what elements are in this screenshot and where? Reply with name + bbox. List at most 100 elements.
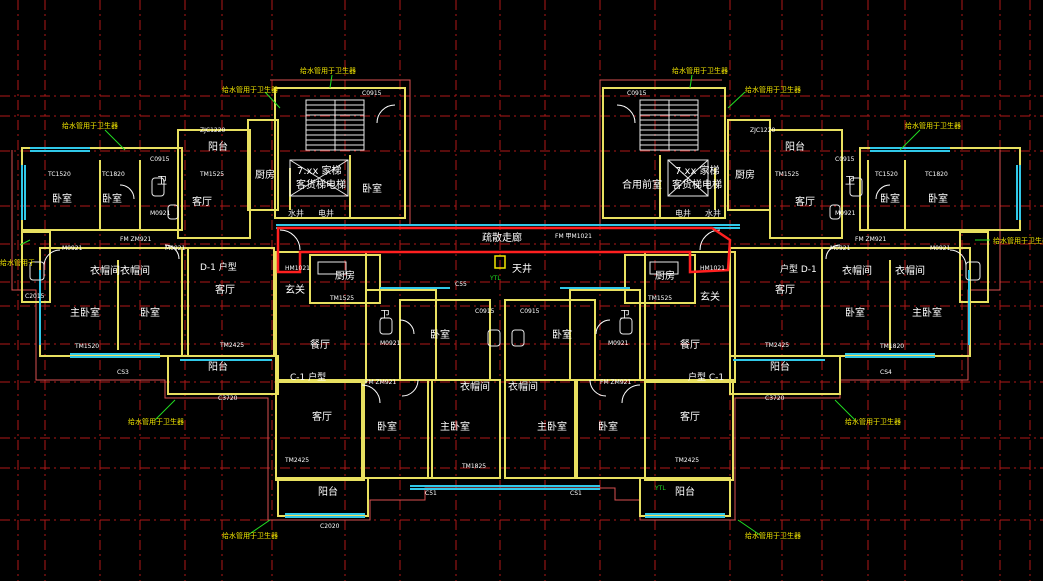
label-balcony-4: 阳台 — [770, 360, 790, 373]
label-light-well: 天井 — [512, 262, 532, 275]
callout-left-lower: 给水管用于卫生器 — [128, 417, 184, 426]
code-m0921-g: M0921 — [380, 340, 401, 347]
label-balcony-1: 阳台 — [208, 140, 228, 153]
door-swings — [43, 104, 967, 404]
label-bedroom-4: 卧室 — [928, 192, 948, 205]
code-m0921-f: M0921 — [830, 245, 851, 252]
code-ytl-right: YTL — [654, 485, 666, 492]
label-wardrobe-4: 衣帽间 — [895, 264, 925, 277]
unit-tag-c1-left: C-1 户型 — [290, 371, 326, 383]
label-kitchen-upper-left: 厨房 — [255, 168, 275, 181]
callout-top-right-b: 给水管用于卫生器 — [745, 85, 801, 94]
label-toilet-3: 卫 — [380, 310, 390, 321]
label-wardrobe-3: 衣帽间 — [842, 264, 872, 277]
code-m0921-b: M0921 — [62, 245, 83, 252]
label-balcony-6: 阳台 — [675, 485, 695, 498]
label-stair-tag-left: 7.xx 家梯 — [297, 164, 342, 177]
label-master-3: 主卧室 — [440, 420, 470, 433]
code-c0915-c: C0915 — [475, 308, 495, 315]
code-tc1520-b: TC1520 — [874, 171, 898, 178]
label-water-shaft-left: 水井 — [288, 208, 304, 218]
code-fm-jm: FM 甲M1021 — [555, 233, 592, 240]
code-c0915-b: C0915 — [835, 156, 855, 163]
label-fire-room: 合用前室 — [622, 178, 662, 191]
label-foyer-left: 玄关 — [285, 283, 305, 296]
code-tm1525-mid-right: TM1525 — [647, 295, 672, 302]
code-m0921-h: M0921 — [608, 340, 629, 347]
code-c0915-e: C0915 — [362, 90, 382, 97]
fixtures — [29, 177, 981, 347]
label-toilet-1: 卫 — [157, 176, 167, 187]
label-living-c1-left: 客厅 — [312, 410, 332, 423]
label-living-d1-left: 客厅 — [192, 195, 212, 208]
callout-bottom-left: 给水管用于卫生器 — [222, 531, 278, 540]
code-tm1525-right: TM1525 — [774, 171, 799, 178]
label-kitchen-right: 厨房 — [655, 269, 675, 282]
label-kitchen-upper-right: 厨房 — [735, 168, 755, 181]
code-hm1021-right: HM1021 — [700, 265, 725, 272]
code-cs4: CS4 — [880, 369, 892, 376]
label-bedroom-1: 卧室 — [52, 192, 72, 205]
label-elec-shaft-right: 电井 — [675, 208, 691, 218]
code-zjc1220-left: ZJC1220 — [200, 127, 226, 134]
callout-top-left-b: 给水管用于卫生器 — [222, 85, 278, 94]
label-bedroom-8: 卧室 — [552, 328, 572, 341]
code-tm2425-b: TM2425 — [764, 342, 789, 349]
label-kitchen-left: 厨房 — [335, 269, 355, 282]
callout-side-left: 给水管用于 — [0, 258, 35, 267]
label-elec-shaft-left: 电井 — [318, 208, 334, 218]
label-dining-left: 餐厅 — [310, 338, 330, 351]
label-bedroom-10: 卧室 — [598, 420, 618, 433]
code-tm1820: TM1820 — [879, 343, 904, 350]
label-elevator-right: 客货梯电梯 — [672, 178, 722, 191]
code-c0915-a: C0915 — [150, 156, 170, 163]
code-tm2425-c: TM2425 — [284, 457, 309, 464]
label-elevator-left: 客货梯电梯 — [296, 178, 346, 191]
code-tm1825: TM1825 — [461, 463, 486, 470]
label-stair-tag-right: 7.xx 家梯 — [675, 164, 720, 177]
label-toilet-2: 卫 — [845, 176, 855, 187]
code-annotations: M0921 M0921 M0921 M0921 M0921 M0921 M092… — [25, 90, 951, 530]
code-ytl-left: YTL — [489, 275, 501, 282]
label-living-c1-right: 客厅 — [680, 410, 700, 423]
label-living-mid-left: 客厅 — [215, 283, 235, 296]
code-hm1021-left: HM1021 — [285, 265, 310, 272]
code-fm-mid-left: FM ZM921 — [365, 379, 396, 386]
unit-tags: D-1 户型 户型 D-1 C-1 户型 户型 C-1 — [200, 261, 817, 383]
label-balcony-2: 阳台 — [785, 140, 805, 153]
callout-right-lower: 给水管用于卫生器 — [845, 417, 901, 426]
code-c51: C51 — [425, 490, 437, 497]
code-c0915-f: C0915 — [627, 90, 647, 97]
callout-top-left-a: 给水管用于卫生器 — [300, 66, 356, 75]
callout-side-right: 给水管用于卫生器 — [993, 236, 1043, 245]
label-bedroom-2: 卧室 — [102, 192, 122, 205]
label-bedroom-6: 卧室 — [845, 306, 865, 319]
code-tm2425-a: TM2425 — [219, 342, 244, 349]
callout-texts: 给水管用于卫生器 给水管用于卫生器 给水管用于卫生器 给水管用于卫生器 给水管用… — [0, 66, 1043, 540]
label-wardrobe-6: 衣帽间 — [508, 380, 538, 393]
code-c2015: C2015 — [25, 293, 45, 300]
callout-left-upper: 给水管用于卫生器 — [62, 121, 118, 130]
code-c3720-a: C3720 — [218, 395, 238, 402]
label-dining-right: 餐厅 — [680, 338, 700, 351]
code-c3720-b: C3720 — [765, 395, 785, 402]
code-tc1520-a: TC1520 — [47, 171, 71, 178]
unit-tag-c1-right: 户型 C-1 — [688, 371, 724, 383]
code-c0915-d: C0915 — [520, 308, 540, 315]
callout-leaders — [19, 74, 990, 536]
callout-right-upper: 给水管用于卫生器 — [905, 121, 961, 130]
label-foyer-right: 玄关 — [700, 290, 720, 303]
code-tm1520: TM1520 — [74, 343, 99, 350]
code-m0921-a: M0921 — [150, 210, 171, 217]
label-bedroom-7: 卧室 — [430, 328, 450, 341]
code-m0921-c: M0921 — [165, 245, 186, 252]
code-zjc1220-right: ZJC1220 — [750, 127, 776, 134]
code-m0921-d: M0921 — [835, 210, 856, 217]
callout-bottom-right: 给水管用于卫生器 — [745, 531, 801, 540]
callout-top-right-a: 给水管用于卫生器 — [672, 66, 728, 75]
code-tm1525-mid-left: TM1525 — [329, 295, 354, 302]
code-cs3: CS3 — [117, 369, 129, 376]
code-m0921-e: M0921 — [930, 245, 951, 252]
label-balcony-5: 阳台 — [318, 485, 338, 498]
